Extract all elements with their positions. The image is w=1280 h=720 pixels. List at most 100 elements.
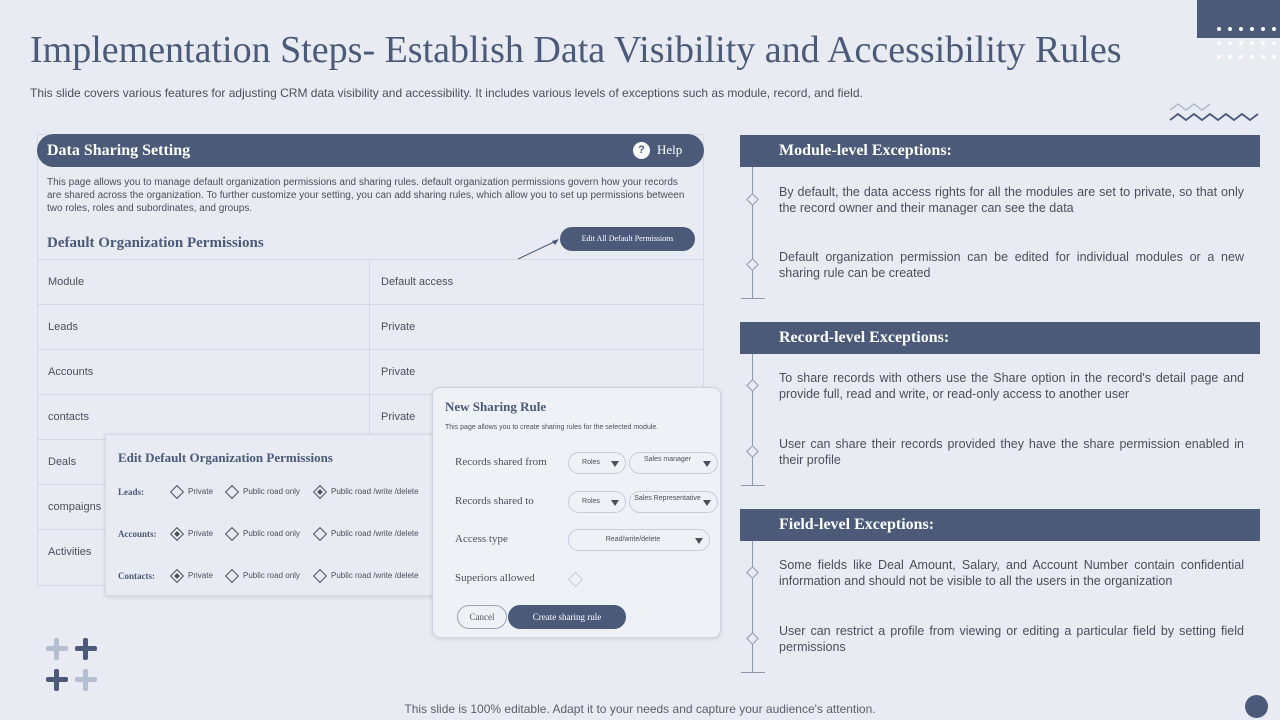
dot-decoration bbox=[1250, 41, 1254, 45]
permission-row-label: Contacts: bbox=[118, 571, 155, 581]
superiors-allowed-label: Superiors allowed bbox=[455, 572, 535, 584]
help-link[interactable]: Help bbox=[657, 142, 683, 157]
chevron-down-icon bbox=[703, 461, 711, 467]
radio-label: Private bbox=[188, 529, 213, 538]
dot-decoration bbox=[1272, 55, 1276, 59]
edit-permissions-title: Edit Default Organization Permissions bbox=[118, 450, 333, 465]
plus-icon bbox=[75, 669, 97, 691]
chevron-down-icon bbox=[695, 538, 703, 544]
new-sharing-rule-card: New Sharing Rule This page allows you to… bbox=[432, 387, 721, 638]
module-level-title: Module-level Exceptions: bbox=[779, 142, 952, 159]
edit-permissions-card: Edit Default Organization Permissions Le… bbox=[105, 434, 435, 596]
zigzag-decoration bbox=[1169, 103, 1259, 122]
access-type-label: Access type bbox=[455, 533, 508, 545]
dot-decoration bbox=[1228, 55, 1232, 59]
dot-decoration bbox=[1228, 27, 1232, 31]
select-value: Sales manager bbox=[643, 456, 692, 463]
shared-to-value-select[interactable]: Sales Representative bbox=[629, 491, 718, 513]
radio-label: Private bbox=[188, 571, 213, 580]
cancel-button[interactable]: Cancel bbox=[457, 605, 507, 629]
diamond-radio-icon bbox=[224, 568, 240, 584]
dot-grid-decoration bbox=[1217, 27, 1279, 63]
permission-row-label: Leads: bbox=[118, 487, 145, 497]
radio-label: Public road /write /delete bbox=[331, 571, 419, 580]
data-sharing-title: Data Sharing Setting bbox=[47, 142, 191, 159]
shared-from-value-select[interactable]: Sales manager bbox=[629, 452, 718, 474]
plus-icon bbox=[75, 638, 97, 660]
permission-row-accounts: Accounts: Private Public road only Publi… bbox=[106, 526, 436, 543]
select-value: Read/write/delete bbox=[605, 536, 661, 543]
radio-label: Public road only bbox=[243, 571, 300, 580]
dot-decoration bbox=[1250, 27, 1254, 31]
table-cell-access: Private bbox=[381, 366, 416, 378]
shared-from-role-select[interactable]: Roles bbox=[568, 452, 626, 474]
timeline-line bbox=[752, 541, 753, 672]
records-shared-to-label: Records shared to bbox=[455, 495, 534, 507]
permission-row-leads: Leads: Private Public road only Public r… bbox=[106, 484, 436, 501]
timeline-node-icon bbox=[746, 632, 759, 645]
module-level-point-2: Default organization permission can be e… bbox=[779, 250, 1244, 280]
footer-circle-decoration bbox=[1245, 695, 1268, 718]
diamond-radio-icon bbox=[224, 526, 240, 542]
dot-decoration bbox=[1261, 41, 1265, 45]
timeline-cap bbox=[741, 672, 765, 673]
diamond-radio-icon bbox=[312, 568, 328, 584]
radio-label: Public road only bbox=[243, 529, 300, 538]
dot-decoration bbox=[1217, 41, 1221, 45]
module-level-point-1: By default, the data access rights for a… bbox=[779, 185, 1244, 215]
record-level-point-1: To share records with others use the Sha… bbox=[779, 371, 1244, 401]
table-row[interactable]: Accounts Private bbox=[37, 349, 704, 395]
table-cell-access: Private bbox=[381, 321, 416, 333]
dot-decoration bbox=[1217, 55, 1221, 59]
radio-label: Public road /write /delete bbox=[331, 487, 419, 496]
radio-label: Private bbox=[188, 487, 213, 496]
records-shared-from-label: Records shared from bbox=[455, 456, 547, 468]
data-sharing-description: This page allows you to manage default o… bbox=[47, 177, 685, 214]
table-row[interactable]: contacts Private bbox=[37, 394, 704, 440]
shared-to-role-select[interactable]: Roles bbox=[568, 491, 626, 513]
record-level-header: Record-level Exceptions: bbox=[740, 322, 1260, 354]
dot-decoration bbox=[1239, 55, 1243, 59]
field-level-point-1: Some fields like Deal Amount, Salary, an… bbox=[779, 558, 1244, 588]
dot-decoration bbox=[1272, 27, 1276, 31]
sharing-rule-title: New Sharing Rule bbox=[445, 399, 547, 414]
timeline-node-icon bbox=[746, 379, 759, 392]
table-header-row: Module Default access bbox=[37, 259, 704, 305]
table-cell-module: Accounts bbox=[37, 350, 370, 395]
module-level-header: Module-level Exceptions: bbox=[740, 135, 1260, 167]
data-sharing-header: Data Sharing Setting ? Help bbox=[37, 134, 704, 167]
plus-icon bbox=[46, 638, 68, 660]
superiors-allowed-checkbox[interactable] bbox=[567, 571, 584, 588]
dot-decoration bbox=[1228, 41, 1232, 45]
timeline-node-icon bbox=[746, 445, 759, 458]
help-icon[interactable]: ? bbox=[633, 142, 650, 159]
select-value: Roles bbox=[582, 459, 600, 466]
edit-all-default-permissions-button[interactable]: Edit All Default Permissions bbox=[560, 227, 695, 251]
corner-decoration bbox=[1197, 0, 1280, 38]
diamond-radio-icon bbox=[169, 526, 185, 542]
chevron-down-icon bbox=[611, 500, 619, 506]
access-type-select[interactable]: Read/write/delete bbox=[568, 529, 710, 551]
slide-title: Implementation Steps- Establish Data Vis… bbox=[30, 29, 1122, 71]
slide-subtitle: This slide covers various features for a… bbox=[30, 86, 863, 100]
create-sharing-rule-button[interactable]: Create sharing rule bbox=[508, 605, 626, 629]
dot-decoration bbox=[1239, 41, 1243, 45]
diamond-radio-icon bbox=[312, 526, 328, 542]
table-header-module: Module bbox=[37, 260, 370, 305]
dot-decoration bbox=[1250, 55, 1254, 59]
timeline-line bbox=[752, 167, 753, 298]
field-level-header: Field-level Exceptions: bbox=[740, 509, 1260, 541]
table-row[interactable]: Leads Private bbox=[37, 304, 704, 350]
timeline-node-icon bbox=[746, 566, 759, 579]
permission-row-contacts: Contacts: Private Public road only Publi… bbox=[106, 568, 436, 585]
table-cell-access: Private bbox=[381, 411, 416, 423]
timeline-cap bbox=[741, 298, 765, 299]
dot-decoration bbox=[1272, 41, 1276, 45]
diamond-radio-icon bbox=[312, 484, 328, 500]
diamond-radio-icon bbox=[224, 484, 240, 500]
dot-decoration bbox=[1261, 27, 1265, 31]
chevron-down-icon bbox=[703, 500, 711, 506]
diamond-radio-icon bbox=[169, 484, 185, 500]
timeline-node-icon bbox=[746, 193, 759, 206]
record-level-title: Record-level Exceptions: bbox=[779, 329, 950, 346]
